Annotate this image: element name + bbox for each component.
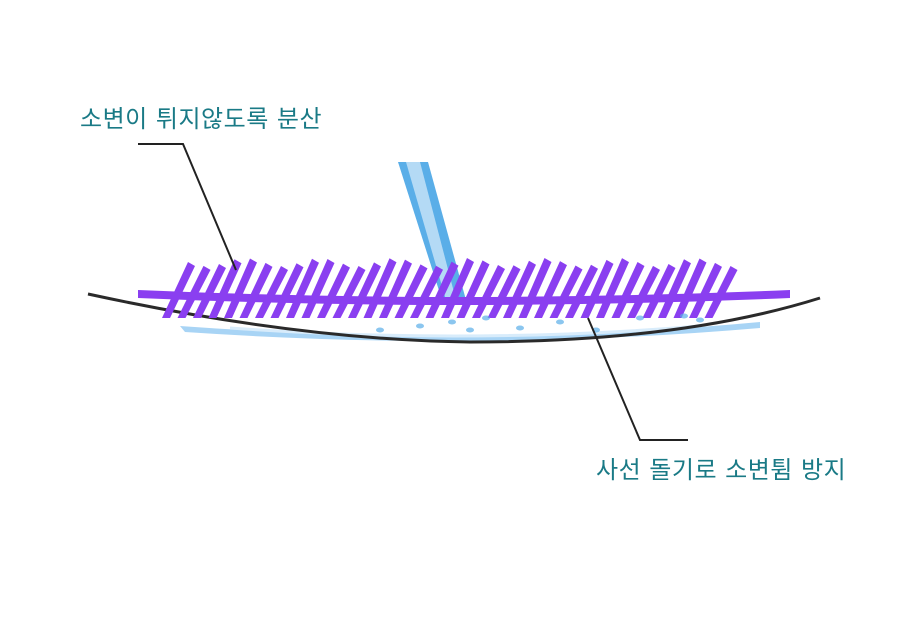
bristle bbox=[255, 265, 288, 318]
leader-line-bottom bbox=[587, 317, 688, 441]
bristle bbox=[348, 262, 381, 318]
label-spread-splash: 소변이 튀지않도록 분산 bbox=[80, 105, 323, 133]
bristle bbox=[658, 259, 691, 318]
bristle bbox=[518, 258, 552, 318]
bristle bbox=[456, 260, 490, 318]
bristle bbox=[379, 259, 412, 318]
droplet bbox=[636, 315, 644, 321]
bristle bbox=[596, 258, 629, 318]
water-highlight bbox=[229, 324, 701, 338]
bristle bbox=[611, 262, 645, 318]
bristle bbox=[689, 262, 722, 318]
droplet bbox=[482, 315, 490, 321]
droplet bbox=[696, 317, 704, 323]
urinal-bowl-curve bbox=[87, 292, 821, 344]
bristle bbox=[704, 265, 738, 318]
bristle bbox=[441, 258, 474, 318]
leader-line-top bbox=[138, 143, 237, 271]
bristle bbox=[425, 261, 459, 318]
bristle bbox=[580, 259, 614, 318]
label-angled-protrusion: 사선 돌기로 소변튐 방지 bbox=[596, 456, 847, 484]
bristle bbox=[193, 264, 226, 318]
bristle bbox=[177, 265, 211, 318]
bristle bbox=[317, 263, 350, 318]
bristle bbox=[162, 262, 195, 318]
droplet bbox=[376, 327, 384, 333]
bristle bbox=[627, 265, 660, 318]
bristle bbox=[270, 263, 304, 318]
bristle bbox=[208, 259, 242, 318]
bristle bbox=[286, 258, 319, 318]
bristle bbox=[487, 265, 521, 318]
urine-stream bbox=[398, 162, 466, 300]
droplet bbox=[466, 327, 474, 333]
bristle bbox=[410, 265, 443, 318]
droplet bbox=[556, 319, 564, 325]
droplet bbox=[680, 313, 688, 319]
droplet bbox=[416, 323, 424, 329]
bristle bbox=[503, 260, 536, 318]
bristle bbox=[301, 258, 335, 318]
splash-droplets bbox=[376, 313, 704, 333]
angled-bristle-mat bbox=[138, 258, 790, 318]
droplet bbox=[516, 325, 524, 331]
bristle bbox=[239, 262, 273, 318]
bristle bbox=[673, 258, 707, 318]
bristle bbox=[642, 264, 676, 318]
stream-inner bbox=[406, 162, 456, 300]
bristle bbox=[534, 261, 567, 318]
bristle bbox=[394, 264, 428, 318]
bristle bbox=[332, 265, 366, 318]
bristle bbox=[565, 264, 598, 318]
bristle bbox=[363, 258, 397, 318]
droplet bbox=[448, 319, 456, 325]
bristle bbox=[224, 258, 257, 318]
bristle bbox=[549, 265, 583, 318]
bristle bbox=[472, 265, 505, 318]
